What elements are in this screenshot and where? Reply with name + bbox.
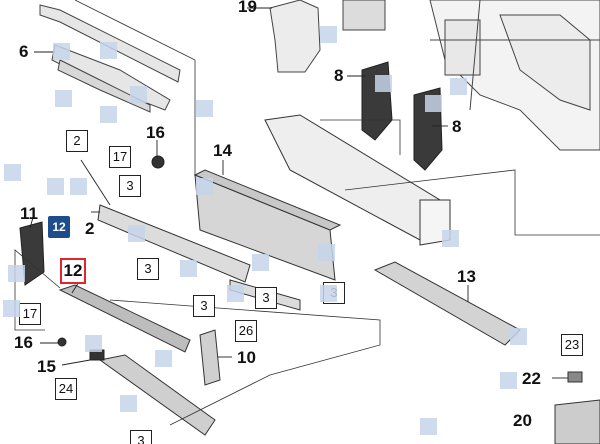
callout-14: 14: [213, 141, 232, 160]
hotspot-marker[interactable]: [55, 90, 72, 107]
hotspot-marker[interactable]: [100, 42, 117, 59]
callout-13: 13: [457, 267, 476, 286]
part-12-trim: [58, 284, 191, 353]
hotspot-marker[interactable]: [420, 418, 437, 435]
hotspot-marker[interactable]: [70, 178, 87, 195]
part-8-brackets: [361, 61, 443, 171]
hotspot-marker[interactable]: [128, 225, 145, 242]
hotspot-marker[interactable]: [8, 265, 25, 282]
hotspot-marker[interactable]: [155, 350, 172, 367]
hotspot-marker[interactable]: [130, 86, 147, 103]
hotspot-marker[interactable]: [500, 372, 517, 389]
ref-box-2[interactable]: 2: [66, 130, 88, 152]
callout-22: 22: [522, 369, 541, 388]
part-19-duct: [269, 0, 386, 73]
hotspot-marker[interactable]: [53, 43, 70, 60]
part-16-bolt-top: [151, 155, 165, 169]
hotspot-marker[interactable]: [4, 164, 21, 181]
callout-16-top: 16: [146, 123, 165, 142]
hotspot-marker[interactable]: [196, 178, 213, 195]
part-13-undertray: [373, 261, 521, 346]
ref-box-17-lower[interactable]: 17: [19, 303, 41, 325]
ref-box-26[interactable]: 26: [235, 320, 257, 342]
callout-11: 11: [20, 204, 38, 223]
ref-box-12-selected[interactable]: 12: [48, 216, 70, 238]
hotspot-marker[interactable]: [510, 328, 527, 345]
ref-box-12-highlighted[interactable]: 12: [60, 258, 86, 284]
ref-box-3-a[interactable]: 3: [119, 175, 141, 197]
callout-6: 6: [19, 42, 29, 61]
ref-box-23[interactable]: 23: [561, 334, 583, 356]
ref-box-17-top[interactable]: 17: [109, 146, 131, 168]
ref-box-24[interactable]: 24: [55, 378, 77, 400]
ref-box-3-f[interactable]: 3: [130, 430, 152, 444]
reference-lines: [14, 0, 600, 426]
callout-8-right: 8: [452, 117, 462, 136]
callout-16-lower: 16: [14, 333, 33, 352]
hotspot-marker[interactable]: [252, 254, 269, 271]
callout-8-left: 8: [334, 66, 344, 85]
radiator-support-frame: [429, 0, 600, 151]
hotspot-marker[interactable]: [227, 285, 244, 302]
hotspot-marker[interactable]: [180, 260, 197, 277]
lower-bumper-support: [98, 354, 216, 436]
hotspot-marker[interactable]: [442, 230, 459, 247]
ref-box-3-b[interactable]: 3: [137, 258, 159, 280]
hotspot-marker[interactable]: [3, 300, 20, 317]
hotspot-marker[interactable]: [85, 335, 102, 352]
callout-10: 10: [237, 348, 256, 367]
hotspot-marker[interactable]: [320, 285, 337, 302]
hotspot-marker[interactable]: [196, 100, 213, 117]
callout-15: 15: [37, 357, 56, 376]
hotspot-marker[interactable]: [320, 26, 337, 43]
hotspot-marker[interactable]: [47, 178, 64, 195]
hotspot-marker[interactable]: [100, 106, 117, 123]
hotspot-marker[interactable]: [318, 244, 335, 261]
hotspot-marker[interactable]: [375, 75, 392, 92]
callout-19: 19: [238, 0, 257, 16]
hotspot-marker[interactable]: [425, 95, 442, 112]
part-20-module: [554, 371, 600, 444]
hotspot-marker[interactable]: [120, 395, 137, 412]
part-14-shutter: [193, 114, 451, 281]
callout-20: 20: [513, 411, 532, 430]
hotspot-marker[interactable]: [450, 78, 467, 95]
part-16-bolt-lower: [57, 337, 67, 347]
ref-box-3-c[interactable]: 3: [193, 295, 215, 317]
part-10-bracket: [199, 329, 221, 386]
callout-2-right: 2: [85, 219, 95, 238]
ref-box-3-d[interactable]: 3: [255, 287, 277, 309]
